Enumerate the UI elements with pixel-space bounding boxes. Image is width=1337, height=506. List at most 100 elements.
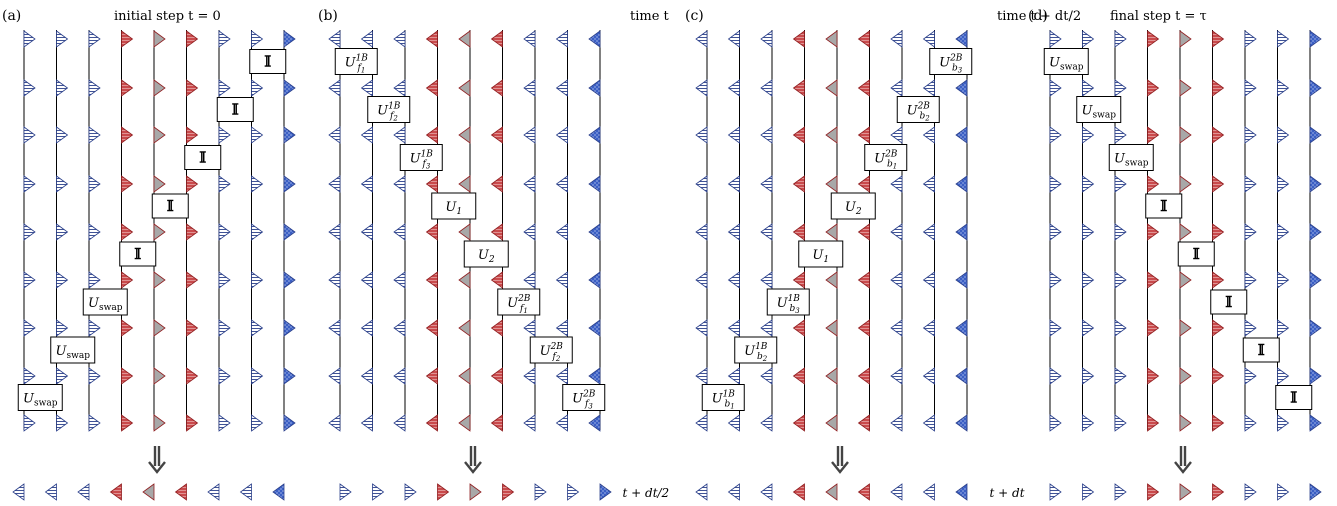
triangle-site-icon [502, 483, 515, 501]
gate-box-d-2: Uswap [1108, 144, 1154, 171]
triangle-site-icon [393, 414, 406, 432]
panel-label-b: (b) [318, 8, 338, 24]
triangle-site-icon [218, 126, 231, 144]
triangle-site-icon [1082, 223, 1095, 241]
triangle-site-icon [1179, 79, 1192, 97]
gate-box-d-7: 𝕀 [1275, 385, 1313, 410]
triangle-site-icon [393, 79, 406, 97]
triangle-site-icon [523, 271, 536, 289]
triangle-site-icon [283, 30, 296, 48]
triangle-site-icon [1244, 126, 1257, 144]
triangle-site-icon [555, 414, 568, 432]
triangle-site-icon [121, 30, 134, 48]
triangle-site-icon [1049, 175, 1062, 193]
triangle-site-icon [393, 367, 406, 385]
triangle-site-icon [1049, 126, 1062, 144]
triangle-site-icon [534, 483, 547, 501]
triangle-site-icon [393, 30, 406, 48]
triangle-site-icon [1212, 367, 1225, 385]
svg-text:𝕀: 𝕀 [1225, 293, 1232, 311]
triangle-site-icon [328, 414, 341, 432]
triangle-site-icon [890, 367, 903, 385]
triangle-site-icon [760, 367, 773, 385]
triangle-site-icon [727, 367, 740, 385]
triangle-site-icon [1277, 79, 1290, 97]
gate-box-a-5: Uswap [82, 288, 128, 316]
triangle-site-icon [1212, 414, 1225, 432]
triangle-site-icon [792, 30, 805, 48]
gate-box-a-3: 𝕀 [151, 193, 189, 219]
triangle-site-icon [555, 223, 568, 241]
triangle-site-icon [328, 271, 341, 289]
triangle-site-icon [727, 30, 740, 48]
triangle-site-icon [283, 126, 296, 144]
triangle-site-icon [1082, 367, 1095, 385]
triangle-site-icon [1309, 271, 1322, 289]
triangle-site-icon [727, 414, 740, 432]
triangle-site-icon [922, 126, 935, 144]
triangle-site-icon [88, 79, 101, 97]
triangle-site-icon [1244, 483, 1257, 501]
gate-box-a-4: 𝕀 [119, 241, 157, 267]
triangle-site-icon [283, 414, 296, 432]
triangle-site-icon [328, 319, 341, 337]
triangle-site-icon [1277, 30, 1290, 48]
panel-header-c: time t + dt/2 [997, 9, 1081, 24]
triangle-site-icon [1212, 126, 1225, 144]
triangle-site-icon [458, 223, 471, 241]
triangle-site-icon [1049, 79, 1062, 97]
triangle-site-icon [218, 271, 231, 289]
triangle-site-icon [588, 30, 601, 48]
triangle-site-icon [588, 175, 601, 193]
triangle-site-icon [218, 175, 231, 193]
triangle-site-icon [555, 30, 568, 48]
triangle-site-icon [760, 79, 773, 97]
triangle-site-icon [588, 319, 601, 337]
triangle-site-icon [955, 30, 968, 48]
triangle-site-icon [393, 319, 406, 337]
triangle-site-icon [523, 30, 536, 48]
triangle-site-icon [1277, 175, 1290, 193]
triangle-site-icon [825, 79, 838, 97]
triangle-site-icon [251, 30, 264, 48]
triangle-site-icon [955, 223, 968, 241]
triangle-site-icon [1309, 126, 1322, 144]
svg-text:𝕀: 𝕀 [1290, 389, 1297, 407]
triangle-site-icon [360, 223, 373, 241]
triangle-site-icon [695, 126, 708, 144]
triangle-site-icon [1277, 319, 1290, 337]
triangle-site-icon [272, 483, 285, 501]
triangle-site-icon [88, 414, 101, 432]
triangle-site-icon [239, 483, 252, 501]
triangle-site-icon [186, 271, 199, 289]
triangle-site-icon [121, 414, 134, 432]
triangle-site-icon [695, 367, 708, 385]
triangle-site-icon [1179, 483, 1192, 501]
triangle-site-icon [425, 271, 438, 289]
triangle-site-icon [393, 126, 406, 144]
triangle-site-icon [186, 126, 199, 144]
triangle-site-icon [1244, 223, 1257, 241]
triangle-site-icon [523, 175, 536, 193]
triangle-site-icon [88, 223, 101, 241]
triangle-site-icon [1179, 223, 1192, 241]
triangle-site-icon [251, 126, 264, 144]
triangle-site-icon [955, 126, 968, 144]
triangle-site-icon [1082, 271, 1095, 289]
triangle-site-icon [283, 319, 296, 337]
triangle-site-icon [1114, 175, 1127, 193]
triangle-site-icon [567, 483, 580, 501]
triangle-site-icon [88, 126, 101, 144]
triangle-site-icon [695, 271, 708, 289]
triangle-site-icon [1212, 319, 1225, 337]
triangle-site-icon [857, 483, 870, 501]
triangle-site-icon [523, 223, 536, 241]
triangle-site-icon [1277, 414, 1290, 432]
